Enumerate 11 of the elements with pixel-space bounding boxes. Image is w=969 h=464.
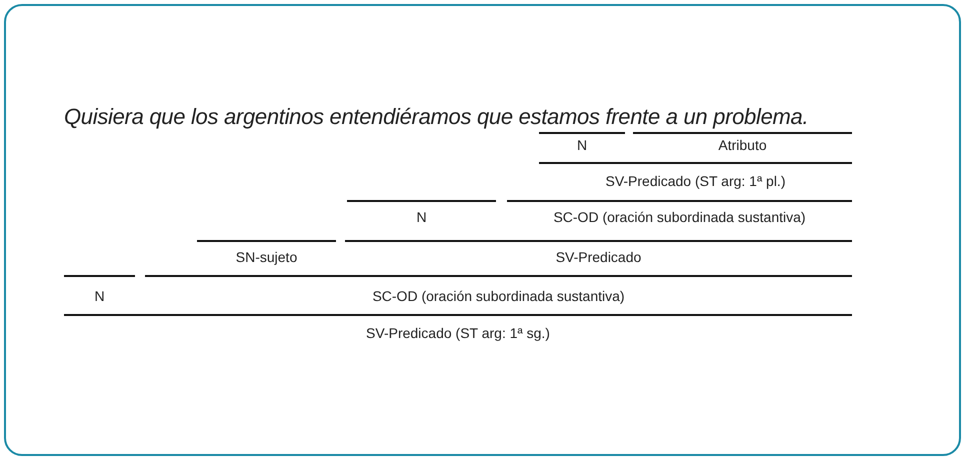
- constituent-label: N: [347, 200, 496, 225]
- constituent-label: Atributo: [633, 132, 852, 153]
- constituent-label: SC-OD (oración subordinada sustantiva): [145, 275, 852, 304]
- example-sentence: Quisiera que los argentinos entendiéramos que estamos frente a un problema.: [64, 104, 808, 130]
- constituent-label: SC-OD (oración subordinada sustantiva): [507, 200, 852, 225]
- constituent-label: N: [539, 132, 625, 153]
- constituent-label: N: [64, 275, 135, 304]
- constituent-label: SV-Predicado (ST arg: 1ª sg.): [64, 314, 852, 341]
- constituent-label: SV-Predicado: [345, 240, 852, 265]
- constituent-label: SN-sujeto: [197, 240, 336, 265]
- constituent-label: SV-Predicado (ST arg: 1ª pl.): [539, 162, 852, 189]
